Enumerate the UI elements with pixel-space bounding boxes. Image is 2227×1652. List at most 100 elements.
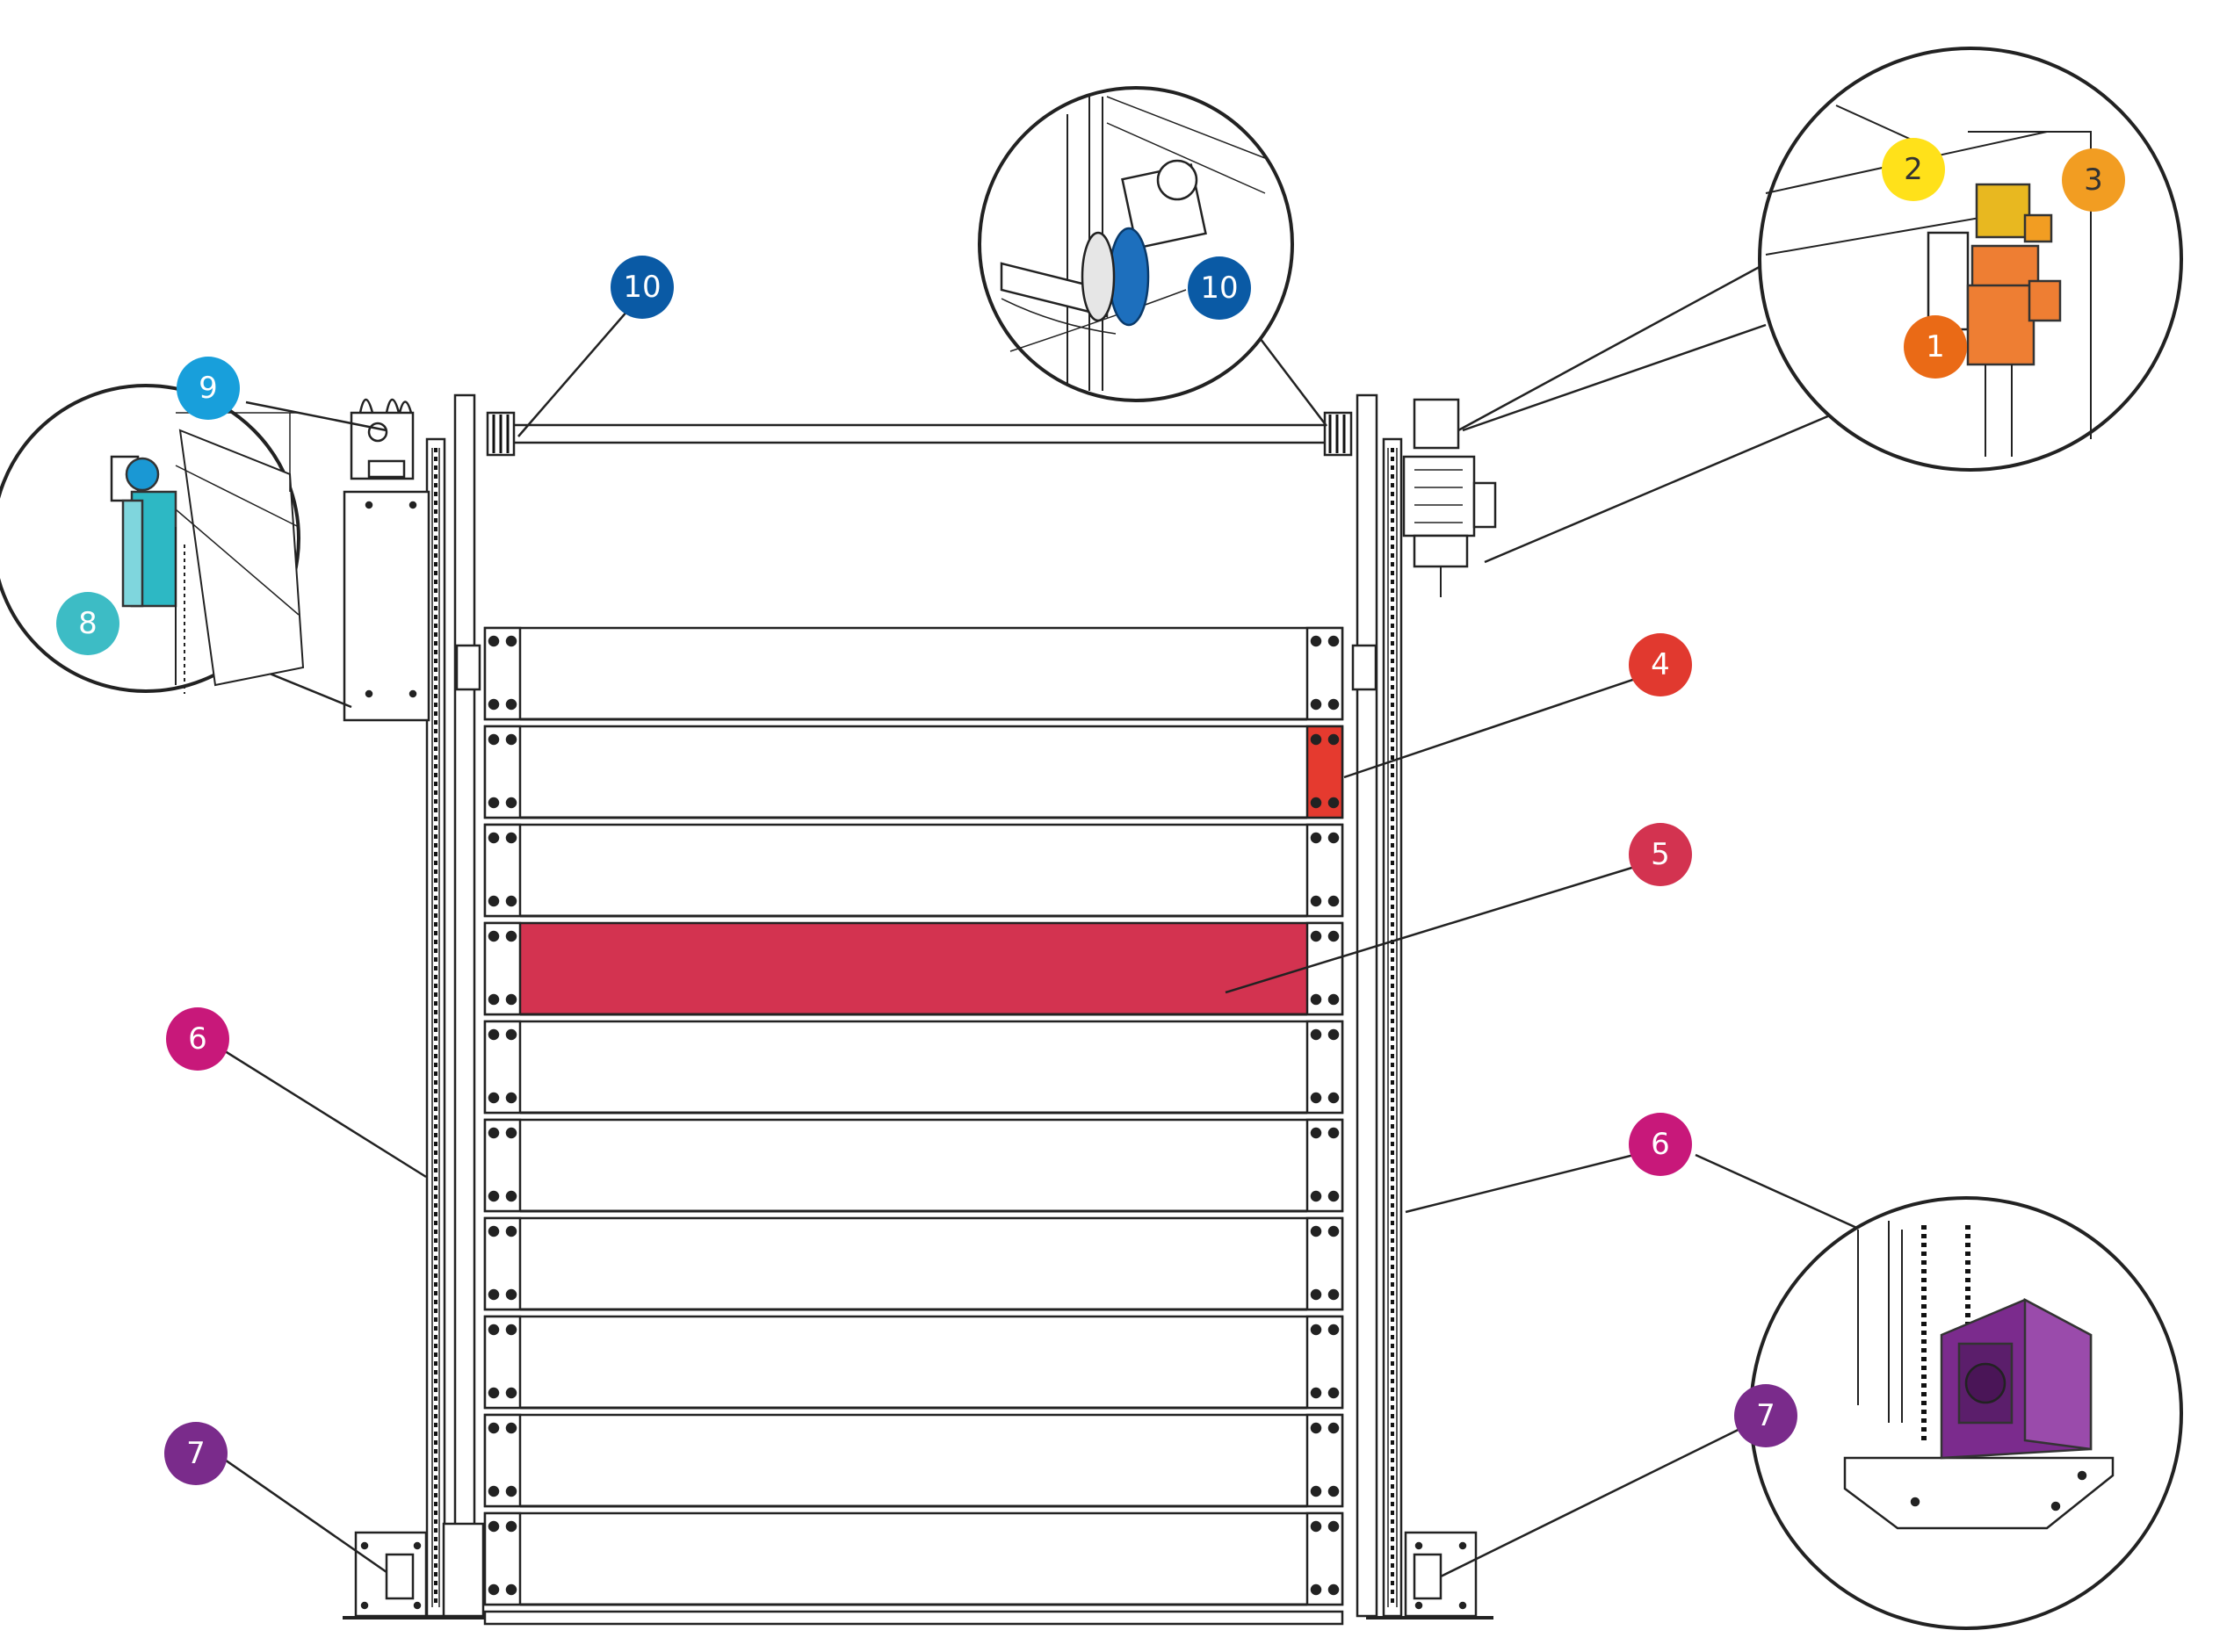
callout-10-top[interactable]: 10: [611, 256, 674, 319]
slat-bolt: [1327, 1127, 1340, 1139]
slat-bolt: [488, 698, 500, 711]
slat-bolt: [488, 1520, 500, 1533]
callout-9[interactable]: 9: [177, 357, 240, 420]
slat-bolt: [505, 797, 517, 809]
slat-bolt: [1327, 698, 1340, 711]
slat-bolt: [488, 1225, 500, 1237]
callout-label: 5: [1651, 837, 1670, 872]
slat-bolt: [488, 1288, 500, 1301]
door-slat: [483, 823, 1344, 918]
slat-bolt: [1310, 1485, 1322, 1497]
slat-bolt: [505, 1028, 517, 1041]
slat-bolt: [1310, 1190, 1322, 1202]
callout-label: 6: [1651, 1127, 1670, 1162]
detail-bottom-bearing: [1749, 1196, 2183, 1630]
slat-bolt: [1310, 895, 1322, 907]
slat-bolt: [1327, 1422, 1340, 1434]
callout-4[interactable]: 4: [1629, 633, 1692, 696]
slat-bolt: [1327, 1028, 1340, 1041]
slat-bolt: [1310, 733, 1322, 746]
slat-bolt: [1327, 1520, 1340, 1533]
slat-bolt: [1327, 1092, 1340, 1104]
callout-1[interactable]: 1: [1904, 315, 1967, 379]
callout-label: 4: [1651, 647, 1670, 682]
callout-label: 9: [199, 371, 218, 406]
slat-bolt: [1310, 1387, 1322, 1399]
slat-bolt: [488, 733, 500, 746]
door-slat: [483, 1315, 1344, 1410]
slat-bolt: [488, 797, 500, 809]
slat-bolt: [1310, 698, 1322, 711]
slat-bolt: [1310, 635, 1322, 647]
slat-bolt: [505, 733, 517, 746]
callout-7-left[interactable]: 7: [164, 1422, 228, 1485]
slat-bolt: [1327, 832, 1340, 844]
callout-3[interactable]: 3: [2062, 148, 2125, 212]
door-slat: [483, 1020, 1344, 1115]
left-frame: [343, 393, 492, 1620]
slat-bolt: [1310, 1028, 1322, 1041]
slat-bolt: [505, 1583, 517, 1596]
door-slats: [483, 626, 1344, 1626]
slat-bolt: [1310, 993, 1322, 1006]
callout-badges: 1 2 3 4 5 6 6 7 7 8 9 10 10: [56, 138, 2125, 1485]
slat-bolt: [1310, 1225, 1322, 1237]
callout-label: 8: [78, 606, 98, 641]
slat-bolt: [488, 1028, 500, 1041]
callout-label: 3: [2084, 162, 2103, 198]
slat-bolt: [505, 1520, 517, 1533]
callout-label: 1: [1926, 329, 1945, 364]
callout-5[interactable]: 5: [1629, 823, 1692, 886]
slat-bolt: [505, 698, 517, 711]
slat-bolt: [1327, 1387, 1340, 1399]
slat-bolt: [505, 1324, 517, 1336]
slat-bolt: [505, 635, 517, 647]
slat-bolt: [488, 930, 500, 942]
slat-bolt: [488, 1387, 500, 1399]
slat-bolt: [1310, 1583, 1322, 1596]
slat-bolt: [1327, 930, 1340, 942]
callout-8[interactable]: 8: [56, 592, 119, 655]
slat-bolt: [488, 1324, 500, 1336]
slat-bolt: [1310, 1422, 1322, 1434]
top-shaft: [486, 411, 1353, 457]
callout-6-right[interactable]: 6: [1629, 1113, 1692, 1176]
callout-label: 6: [188, 1021, 207, 1057]
slat-bolt: [1310, 832, 1322, 844]
detail-chain-tensioner: [0, 384, 305, 694]
slat-bolt: [505, 1288, 517, 1301]
slat-bolt: [1327, 1190, 1340, 1202]
right-frame: [1351, 393, 1497, 1620]
slat-bolt: [488, 832, 500, 844]
slat-bolt: [1327, 797, 1340, 809]
slat-bolt: [488, 1092, 500, 1104]
slat-bolt: [505, 993, 517, 1006]
slat-bolt: [505, 895, 517, 907]
slat-bolt: [1327, 1225, 1340, 1237]
slat-bolt: [488, 1485, 500, 1497]
slat-bolt: [505, 930, 517, 942]
slat-bolt: [1310, 797, 1322, 809]
slat-bolt: [488, 895, 500, 907]
door-slat: [483, 626, 1344, 721]
detail-shaft-coupling: [978, 86, 1294, 402]
slat-bolt: [1310, 1288, 1322, 1301]
callout-7-right[interactable]: 7: [1734, 1384, 1797, 1447]
detail-motor: [1758, 47, 2183, 472]
leader-lines: [221, 262, 1881, 1578]
slat-bolt: [505, 1092, 517, 1104]
slat-bolt: [505, 1190, 517, 1202]
slat-bolt: [488, 1127, 500, 1139]
slat-bolt: [1327, 1288, 1340, 1301]
slat-bolt: [1327, 733, 1340, 746]
callout-2[interactable]: 2: [1882, 138, 1945, 201]
callout-6-left[interactable]: 6: [166, 1007, 229, 1071]
door-slat: [483, 1413, 1344, 1508]
callout-10-detail[interactable]: 10: [1188, 256, 1251, 320]
slat-bolt: [505, 1485, 517, 1497]
slat-bolt: [488, 1422, 500, 1434]
slat-bolt: [505, 1225, 517, 1237]
slat-bolt: [505, 832, 517, 844]
slat-bolt: [488, 635, 500, 647]
